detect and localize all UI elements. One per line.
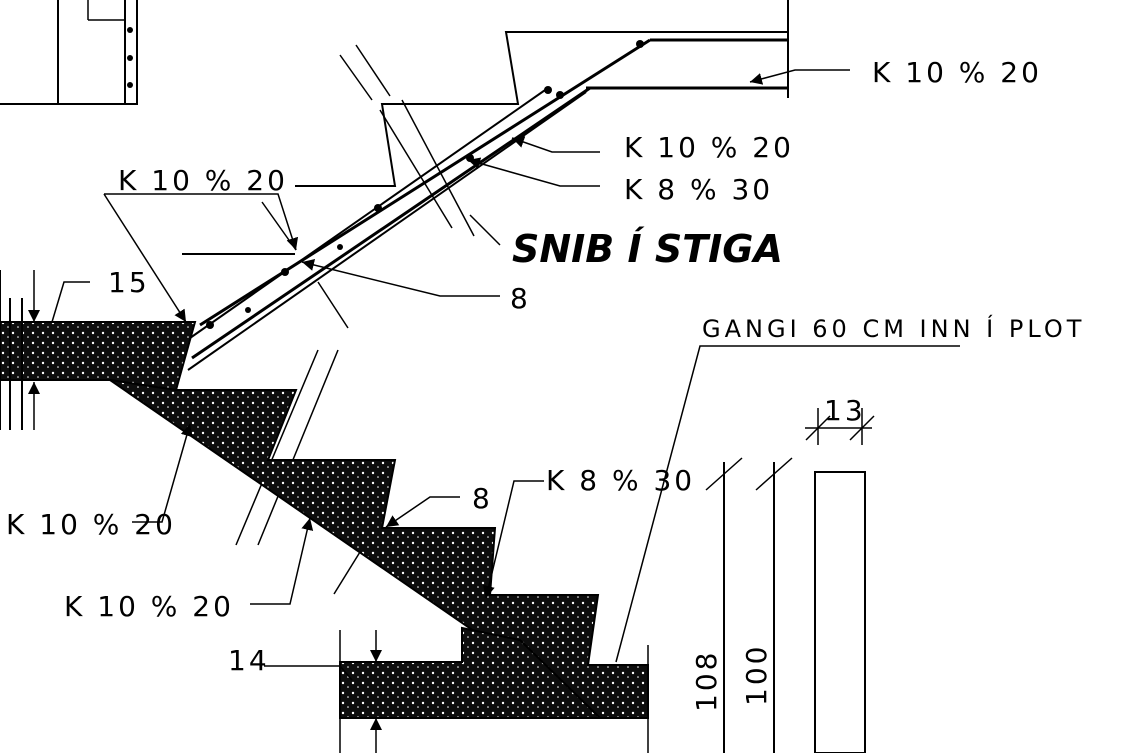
upper-landing	[404, 0, 789, 105]
rebar-top-right: K 10 % 20	[872, 56, 1042, 89]
dim-100: 100	[740, 644, 773, 706]
dim-15: 15	[108, 266, 150, 299]
title-label: SNIB Í STIGA	[512, 227, 783, 271]
note-label: GANGI 60 CM INN Í PLOT	[702, 314, 1085, 343]
dim-8-a: 8	[510, 282, 531, 315]
rebar-upper-mid: K 10 % 20	[624, 131, 794, 164]
dim-108: 108	[690, 650, 723, 712]
rebar-step: K 8 % 30	[546, 464, 695, 497]
post-elevation	[705, 408, 875, 753]
leader-lines	[28, 69, 960, 753]
rebar-left-upper: K 10 % 20	[118, 164, 288, 197]
dim-8-b: 8	[472, 482, 493, 515]
rebar-left-lower: K 10 % 20	[6, 508, 176, 541]
rebar-bottom-mid: K 10 % 20	[64, 590, 234, 623]
column-detail	[0, 0, 138, 105]
dim-14: 14	[228, 644, 270, 677]
rebar-upper-mid2: K 8 % 30	[624, 173, 773, 206]
inclined-slab	[179, 38, 651, 546]
dim-13: 13	[824, 394, 866, 427]
concrete-steps	[0, 270, 649, 753]
